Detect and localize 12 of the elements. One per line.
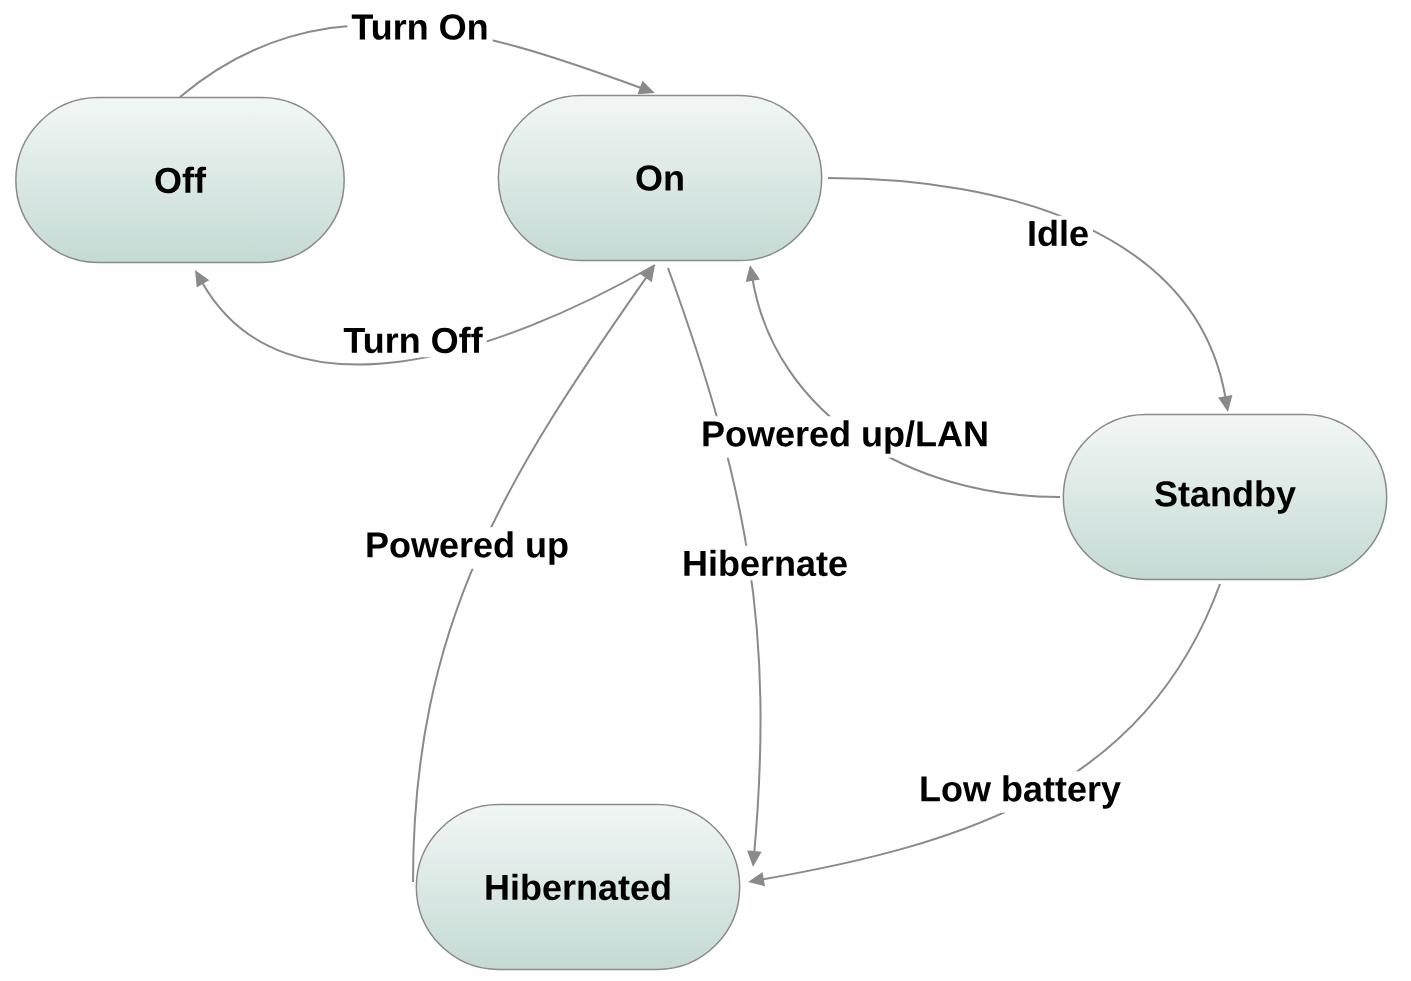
edge-label: Idle	[1023, 215, 1093, 251]
state-box: On	[497, 94, 823, 262]
state-box: Off	[15, 96, 345, 264]
edge-label: Turn On	[347, 10, 493, 44]
edge-label: Powered up/LAN	[697, 416, 993, 458]
arrow	[195, 264, 656, 366]
edge-label: Turn Off	[339, 322, 487, 358]
edge-label: Low battery	[915, 771, 1125, 813]
state-box: Standby	[1062, 413, 1388, 581]
edge-label: Hibernate	[678, 545, 853, 581]
state-box: Hibernated	[415, 803, 741, 971]
edge-label: Powered up	[361, 527, 573, 569]
